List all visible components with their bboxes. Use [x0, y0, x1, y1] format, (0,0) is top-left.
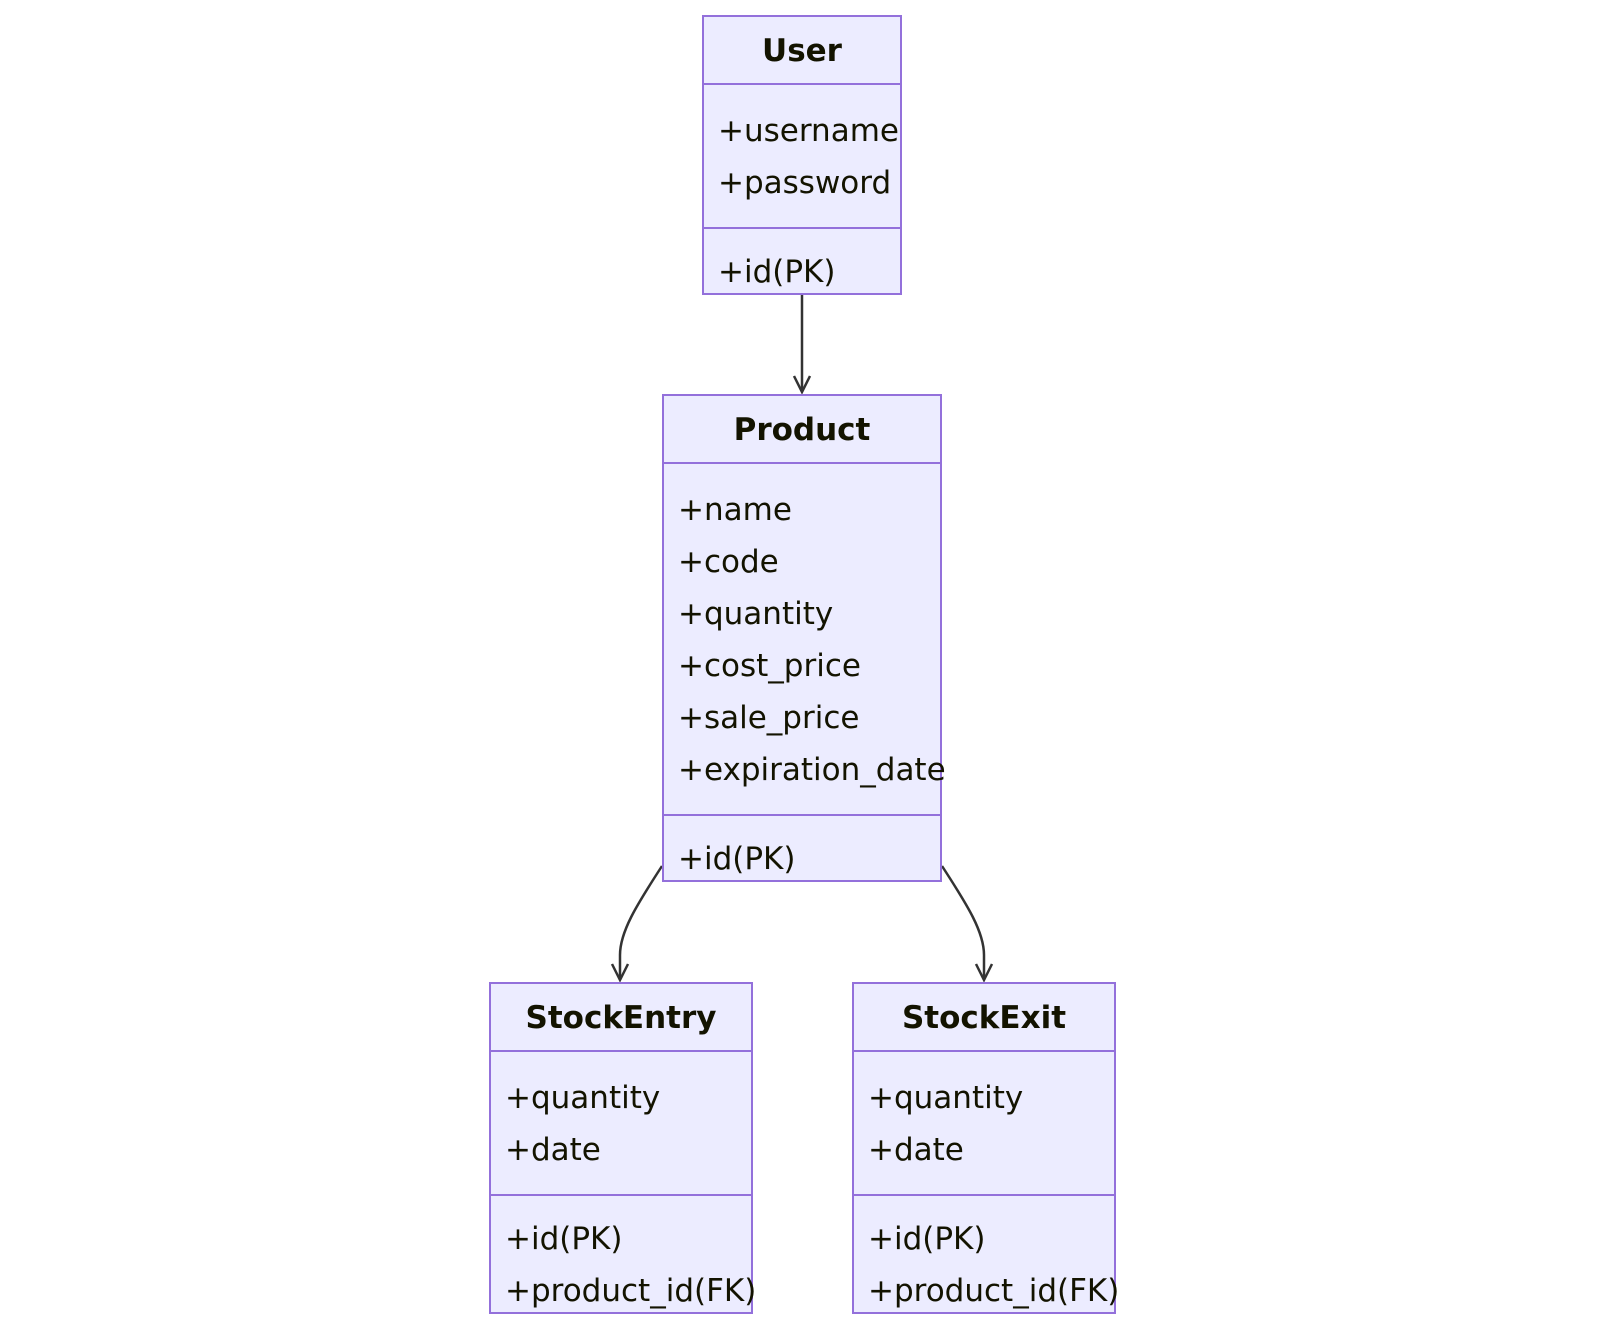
- class-stockexit[interactable]: StockExit +quantity +date +id(PK) +produ…: [852, 982, 1119, 1314]
- class-stockexit-methods: +id(PK) +product_id(FK): [854, 1196, 1120, 1327]
- method: +id(PK): [505, 1221, 623, 1257]
- class-product[interactable]: Product +name +code +quantity +cost_pric…: [662, 394, 946, 882]
- method: +product_id(FK): [505, 1273, 757, 1309]
- edge-product-to-stockexit: [940, 865, 984, 980]
- class-product-attributes: +name +code +quantity +cost_price +sale_…: [664, 464, 946, 816]
- method: +product_id(FK): [868, 1273, 1120, 1309]
- attribute: +date: [505, 1132, 601, 1168]
- method: +id(PK): [718, 254, 836, 290]
- attribute: +date: [868, 1132, 964, 1168]
- attribute: +cost_price: [678, 648, 861, 684]
- class-stockentry-methods: +id(PK) +product_id(FK): [491, 1196, 757, 1327]
- attribute: +name: [678, 492, 792, 528]
- attribute: +sale_price: [678, 700, 860, 736]
- class-user[interactable]: User +username +password +id(PK): [702, 15, 902, 295]
- class-product-methods: +id(PK): [664, 816, 940, 895]
- attribute: +password: [718, 165, 892, 201]
- method: +id(PK): [678, 841, 796, 877]
- attribute: +quantity: [678, 596, 834, 632]
- edge-product-to-stockentry: [620, 865, 664, 980]
- class-stockentry-attributes: +quantity +date: [491, 1052, 751, 1196]
- class-user-attributes: +username +password: [704, 85, 900, 229]
- class-stockexit-title: StockExit: [854, 984, 1114, 1052]
- class-stockexit-attributes: +quantity +date: [854, 1052, 1114, 1196]
- class-stockentry-title: StockEntry: [491, 984, 751, 1052]
- attribute: +quantity: [868, 1080, 1024, 1116]
- class-user-title: User: [704, 17, 900, 85]
- class-product-title: Product: [664, 396, 940, 464]
- attribute: +username: [718, 113, 899, 149]
- attribute: +quantity: [505, 1080, 661, 1116]
- method: +id(PK): [868, 1221, 986, 1257]
- attribute: +expiration_date: [678, 752, 946, 788]
- attribute: +code: [678, 544, 779, 580]
- class-user-methods: +id(PK): [704, 229, 900, 308]
- class-stockentry[interactable]: StockEntry +quantity +date +id(PK) +prod…: [489, 982, 756, 1314]
